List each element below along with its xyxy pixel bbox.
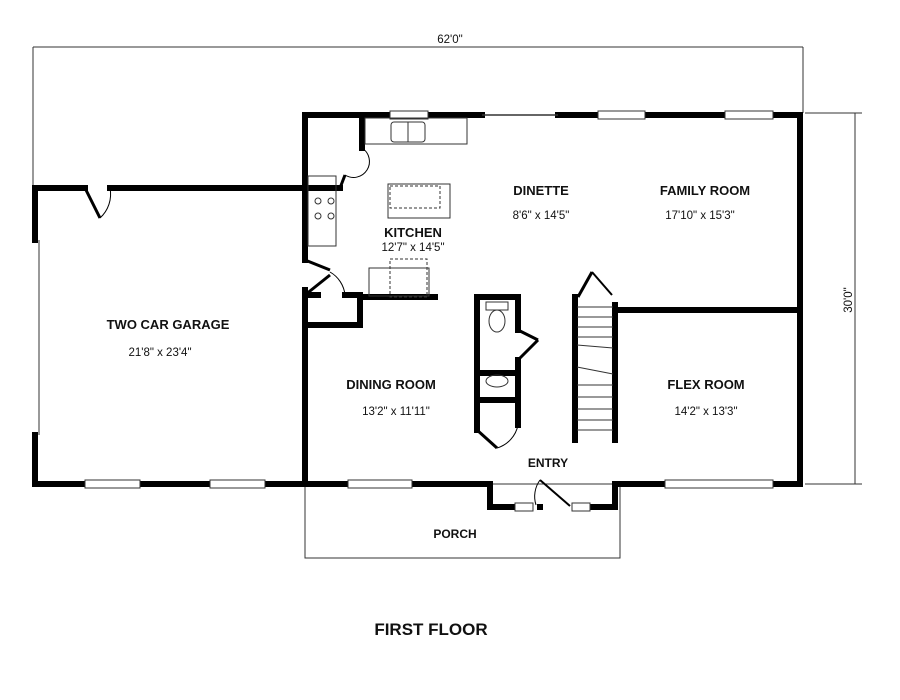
overall-width-label: 62'0" <box>437 34 462 46</box>
room-size-dining-room: 13'2" x 11'11" <box>362 406 430 418</box>
room-name-kitchen: KITCHEN <box>384 225 442 240</box>
room-size-garage: 21'8" x 23'4" <box>128 347 191 359</box>
room-name-dinette: DINETTE <box>513 183 569 198</box>
floor-title: FIRST FLOOR <box>374 620 487 639</box>
room-name-family-room: FAMILY ROOM <box>660 183 750 198</box>
room-name-porch: PORCH <box>433 527 476 541</box>
room-labels: TWO CAR GARAGE 21'8" x 23'4" KITCHEN 12'… <box>107 183 751 541</box>
walls <box>32 112 803 510</box>
room-size-family-room: 17'10" x 15'3" <box>665 210 734 222</box>
room-size-flex-room: 14'2" x 13'3" <box>674 406 737 418</box>
room-name-flex-room: FLEX ROOM <box>667 377 744 392</box>
door-swings <box>83 147 613 507</box>
room-size-dinette: 8'6" x 14'5" <box>513 210 570 222</box>
porch-outline <box>304 483 621 559</box>
stair-treads <box>576 306 614 431</box>
dimension-lines <box>32 46 862 485</box>
room-name-dining-room: DINING ROOM <box>346 377 436 392</box>
room-size-kitchen: 12'7" x 14'5" <box>381 242 444 254</box>
overall-depth-label: 30'0" <box>843 287 855 312</box>
room-name-entry: ENTRY <box>528 456 568 470</box>
windows <box>84 110 774 512</box>
room-name-garage: TWO CAR GARAGE <box>107 317 230 332</box>
kitchen-fixtures <box>307 117 509 388</box>
